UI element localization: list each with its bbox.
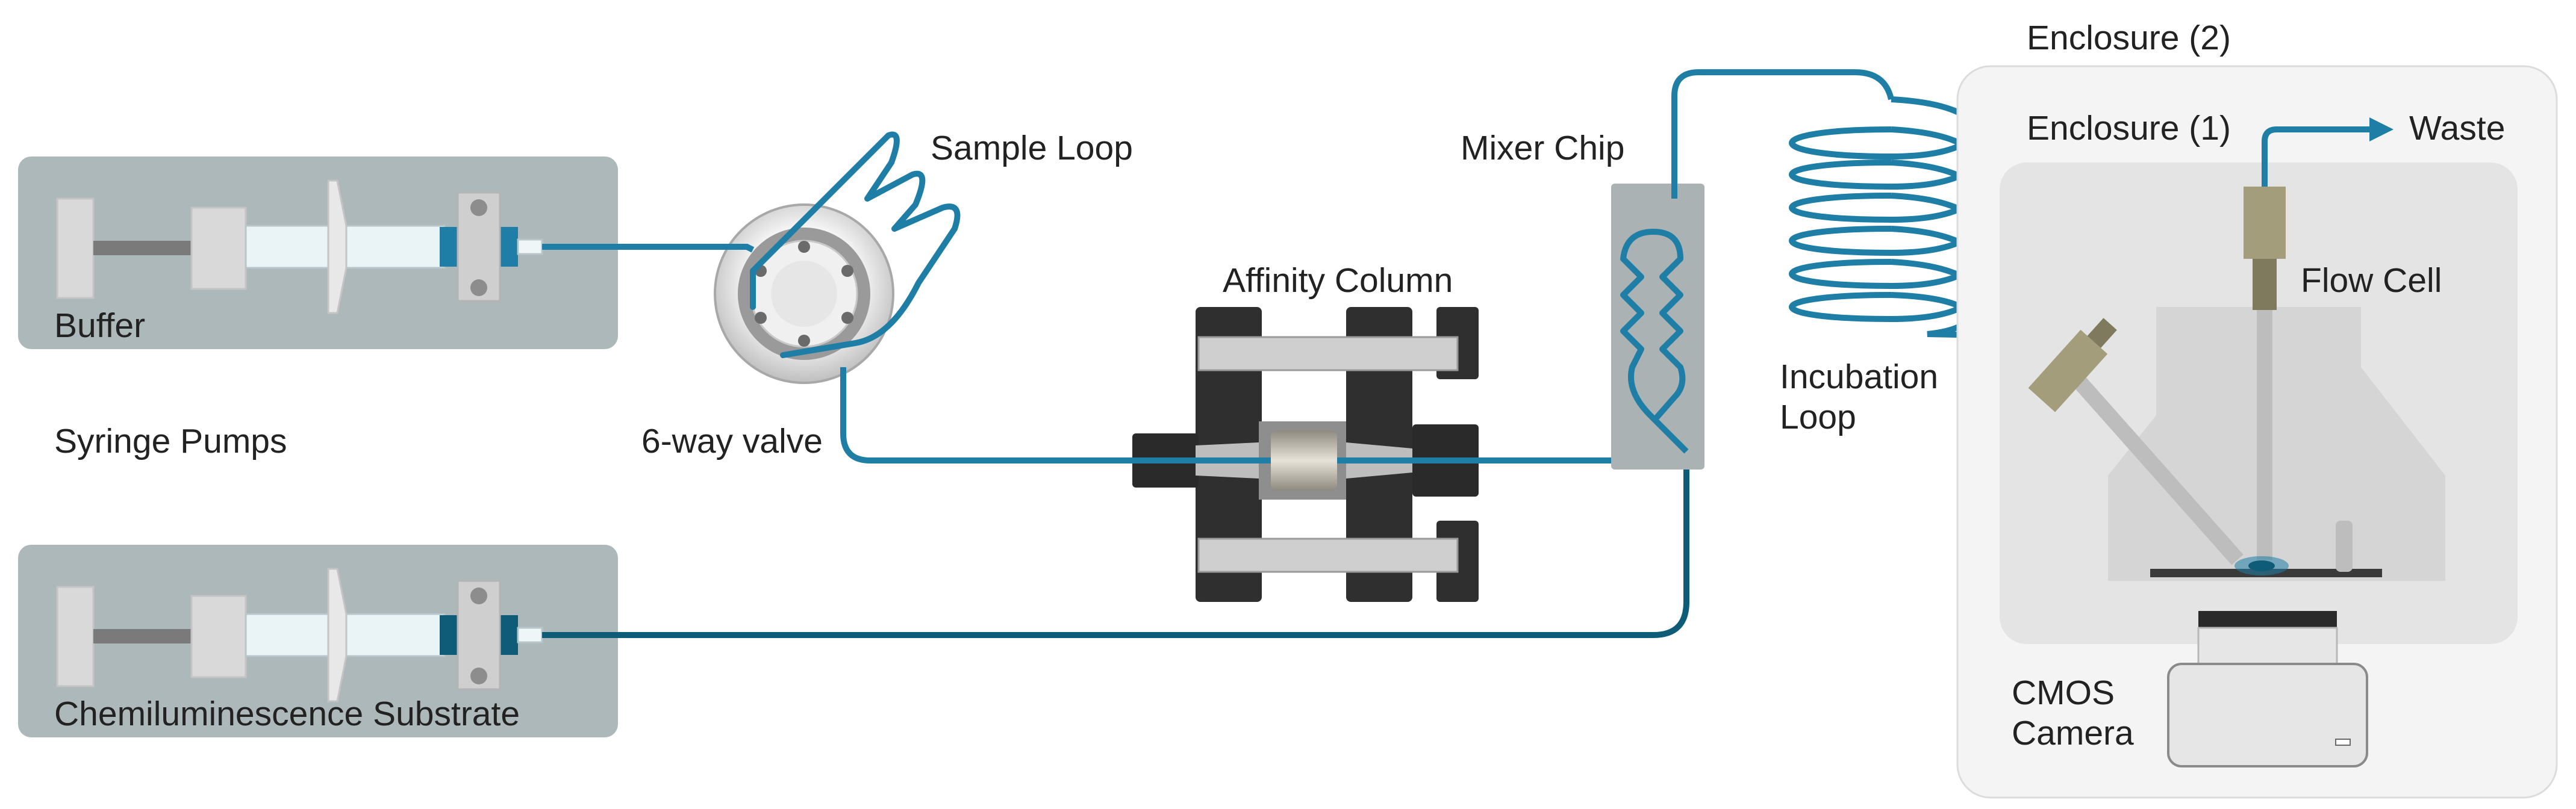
sample-loop-label: Sample Loop (931, 129, 1133, 167)
clamp-screw-top (470, 199, 487, 216)
substrate-label: Chemiluminescence Substrate (54, 695, 520, 733)
cmos-camera (2167, 611, 2368, 767)
tubing-mixer-to-incubation (1671, 69, 1894, 199)
camera-body (2167, 663, 2368, 767)
buffer-label: Buffer (54, 306, 145, 345)
clamp-screw-bottom (470, 668, 487, 684)
mixer-channel (1620, 229, 1689, 454)
syringe-pumps-label: Syringe Pumps (54, 422, 287, 460)
tubing-buffer-to-valve (542, 244, 755, 253)
cmos-label-line2: Camera (2012, 714, 2134, 752)
enclosure-1-label: Enclosure (1) (2027, 109, 2231, 147)
mixer-chip (1611, 184, 1704, 470)
pusher-block (190, 595, 247, 678)
inlet-fitting (2028, 318, 2117, 412)
enclosure-2-label: Enclosure (2) (2027, 19, 2231, 57)
six-way-valve-label: 6-way valve (641, 422, 823, 460)
syringe-flange (327, 568, 348, 702)
camera-sensor-top (2198, 611, 2337, 628)
valve-port (798, 335, 810, 347)
syringe-tip (517, 627, 543, 643)
plunger-rod (93, 629, 193, 643)
clamp-screw-bottom (470, 279, 487, 296)
affinity-column (1132, 307, 1479, 602)
tubing-valve-to-column (840, 367, 1144, 463)
column-bolt-bottom (1197, 538, 1459, 573)
six-way-valve (714, 203, 894, 384)
incubation-loop-label-line2: Loop (1780, 398, 1856, 436)
pump-end-block (56, 197, 95, 299)
flow-cell-pin (2336, 521, 2353, 572)
syringe-pump-buffer: Buffer (18, 157, 618, 349)
tubing-substrate-to-mixer (542, 451, 1689, 638)
outlet-fitting (2244, 187, 2286, 259)
flow-cell-inlet-channel (2066, 368, 2244, 565)
cmos-label-line1: CMOS (2012, 674, 2115, 712)
valve-port (841, 265, 853, 277)
column-bolt-top (1197, 336, 1459, 371)
flow-cell-sample-core (2248, 560, 2275, 571)
pump-end-block (56, 586, 95, 687)
camera-indicator (2335, 739, 2351, 746)
syringe-tip (517, 238, 543, 255)
pusher-block (190, 206, 247, 290)
column-cylinder (1271, 430, 1337, 491)
waste-label: Waste (2409, 109, 2505, 147)
tubing-to-waste (2262, 117, 2394, 187)
outlet-fitting-tip (2253, 259, 2277, 310)
plunger-rod (93, 241, 193, 255)
valve-hub (771, 261, 837, 327)
mixer-chip-label: Mixer Chip (1461, 129, 1624, 167)
valve-port (755, 312, 767, 324)
flow-cell (1957, 0, 2445, 581)
syringe-flange (327, 179, 348, 314)
flow-cell-housing (1957, 0, 2445, 581)
valve-port (841, 312, 853, 324)
clamp-screw-top (470, 587, 487, 604)
sample-loop-tubing (750, 131, 961, 358)
syringe-pump-substrate: Chemiluminescence Substrate (18, 545, 618, 737)
camera-sensor-base (2197, 627, 2338, 665)
incubation-loop-label-line1: Incubation (1780, 358, 1938, 396)
valve-port (798, 241, 810, 253)
flow-cell-label: Flow Cell (2301, 261, 2442, 300)
affinity-column-label: Affinity Column (1223, 261, 1453, 300)
